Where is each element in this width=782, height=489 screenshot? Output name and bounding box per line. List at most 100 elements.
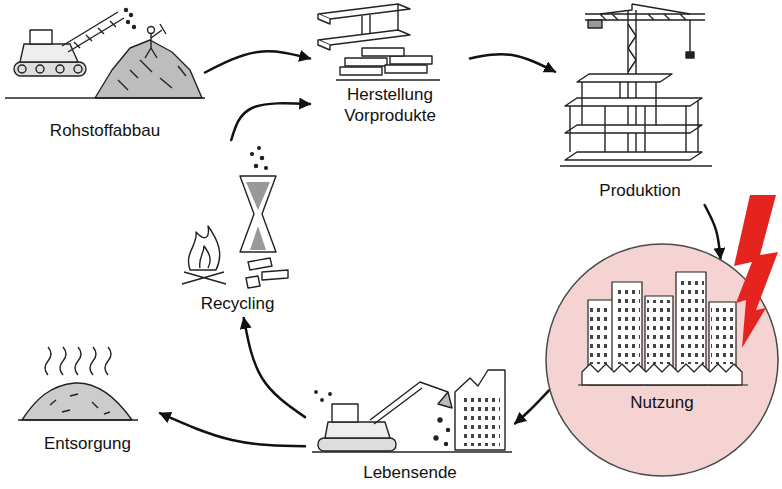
mining-illustration-part — [130, 14, 133, 17]
mining-illustration-part — [74, 65, 82, 73]
circle-outline — [545, 243, 779, 477]
recycling-illustration-part — [254, 164, 257, 167]
node-label: Nutzung — [630, 393, 693, 413]
recycling-illustration-part — [265, 167, 268, 170]
demolition-illustration-part — [318, 438, 396, 451]
recycling-illustration-part — [260, 156, 263, 159]
steel-products-illustration-part — [362, 48, 404, 56]
steel-products-illustration-part — [318, 4, 410, 19]
steel-products-illustration-part — [345, 58, 387, 66]
demolition-illustration-part — [312, 451, 512, 452]
mining-illustration-part — [18, 65, 26, 73]
mining-illustration-part — [148, 27, 155, 34]
steel-products-illustration — [318, 4, 440, 80]
recycling-illustration — [182, 147, 288, 288]
construction-illustration-part — [565, 98, 702, 106]
demolition-illustration-part — [445, 443, 448, 446]
mining-illustration — [5, 9, 205, 99]
city-illustration-part — [588, 272, 736, 385]
usage-circle: Nutzung — [545, 243, 779, 477]
construction-illustration-part — [565, 125, 702, 133]
steel-products-illustration-part — [385, 65, 427, 73]
node-label: Entsorgung — [44, 434, 131, 454]
mining-illustration-part — [125, 9, 128, 12]
stage-node: Lebensende — [305, 360, 515, 487]
construction-illustration-part — [600, 14, 686, 20]
landfill-illustration-part — [60, 347, 66, 375]
stage-node: Recycling — [175, 140, 300, 318]
demolition-illustration-part — [370, 382, 448, 424]
city-illustration-part — [578, 384, 748, 385]
landfill-illustration-part — [75, 347, 81, 375]
flow-arrow — [705, 205, 721, 259]
mining-illustration-part — [14, 62, 86, 76]
mining-illustration-part — [30, 30, 52, 44]
demolition-illustration-part — [321, 399, 323, 401]
demolition-illustration-part — [332, 404, 358, 422]
stage-node: Produktion — [555, 0, 725, 205]
landfill-illustration-part — [50, 394, 110, 414]
mining-illustration-part — [118, 60, 186, 90]
construction-illustration-part — [570, 106, 686, 152]
city-illustration-part — [590, 276, 734, 364]
demolition-illustration-part — [438, 392, 452, 408]
landfill-illustration-part — [18, 419, 138, 420]
recycling-illustration-part — [250, 226, 266, 250]
node-label: Rohstoffabbau — [50, 121, 160, 141]
flow-arrow — [231, 103, 310, 140]
steel-products-illustration-part — [318, 30, 410, 45]
recycling-illustration-part — [182, 272, 226, 284]
demolition-illustration-part — [460, 396, 500, 446]
recycling-illustration-part — [240, 176, 276, 252]
landfill-illustration-part — [22, 383, 132, 420]
construction-illustration-part — [582, 82, 698, 152]
demolition-illustration-part — [329, 393, 331, 395]
construction-illustration-part — [560, 165, 712, 166]
steel-products-illustration-part — [340, 67, 382, 75]
mining-illustration-part — [20, 44, 78, 62]
mining-illustration-part — [95, 40, 202, 98]
construction-illustration-part — [689, 20, 690, 52]
steel-products-illustration-part — [318, 14, 330, 24]
recycling-illustration-part — [200, 246, 210, 268]
recycling-illustration-part — [246, 182, 270, 210]
flow-arrow — [205, 51, 310, 72]
demolition-illustration-part — [434, 436, 438, 440]
landfill-illustration — [18, 347, 138, 420]
construction-illustration-part — [628, 10, 636, 160]
demolition-illustration-part — [438, 418, 442, 422]
mining-illustration-part — [36, 65, 44, 73]
mining-illustration-part — [133, 26, 136, 29]
construction-illustration-part — [577, 74, 672, 82]
node-label: Lebensende — [363, 463, 457, 483]
mining-illustration-part — [62, 12, 124, 52]
warning-bolt — [734, 195, 778, 348]
landfill-illustration-part — [105, 347, 111, 375]
steel-products-illustration-part — [397, 4, 398, 30]
demolition-illustration-part — [447, 429, 450, 432]
node-label: Recycling — [201, 294, 275, 314]
demolition-illustration-part — [325, 422, 390, 438]
node-label: Herstellung Vorprodukte — [334, 85, 446, 126]
circle-shape — [546, 244, 778, 476]
construction-illustration-part — [686, 52, 694, 58]
construction-illustration-part — [588, 20, 602, 28]
steel-products-illustration-part — [390, 56, 432, 64]
city-illustration-part — [582, 364, 742, 385]
construction-illustration-part — [628, 24, 636, 72]
city-illustration — [578, 272, 748, 385]
landfill-illustration-part — [45, 347, 51, 375]
recycling-illustration-part — [246, 276, 260, 288]
construction-illustration — [560, 4, 712, 166]
construction-illustration-part — [585, 14, 705, 20]
flow-arrow — [470, 54, 555, 72]
landfill-illustration-part — [90, 347, 96, 375]
stage-node: Entsorgung — [15, 330, 160, 458]
construction-illustration-part — [565, 152, 702, 160]
mining-illustration-part — [56, 65, 64, 73]
recycling-illustration-part — [251, 153, 254, 156]
mining-illustration-part — [5, 97, 205, 98]
